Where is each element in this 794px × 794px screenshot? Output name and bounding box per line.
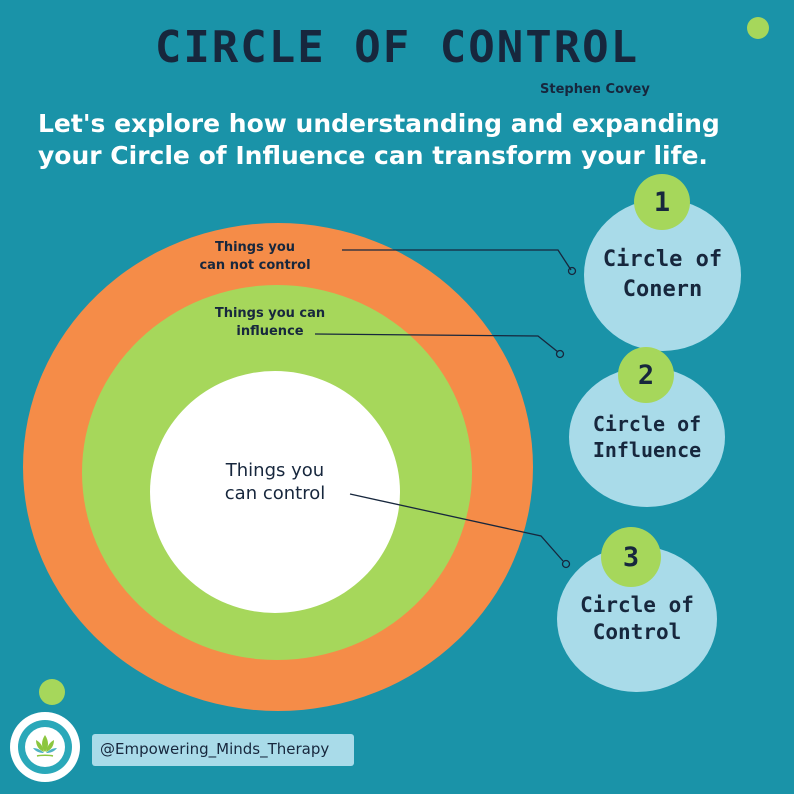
connector-endpoint-concern (567, 266, 577, 276)
subtitle-line-2: your Circle of Influence can transform y… (38, 141, 708, 170)
number-badge-1: 1 (634, 174, 690, 230)
subtitle-line-1: Let's explore how understanding and expa… (38, 109, 720, 138)
middle-ring-label: Things you can influence (190, 305, 350, 341)
bubble-1-line-1: Circle of (602, 247, 723, 272)
bubble-3-line-2: Control (592, 620, 682, 644)
decorative-dot-bottom (39, 679, 65, 705)
number-badge-3: 3 (601, 527, 661, 587)
middle-ring-label-line-2: influence (236, 324, 304, 339)
outer-ring-label-line-2: can not control (199, 258, 311, 273)
bubble-2-line-2: Influence (592, 438, 702, 462)
inner-circle-label: Things you can control (190, 459, 360, 505)
subtitle: Let's explore how understanding and expa… (38, 108, 768, 172)
social-handle: @Empowering_Minds_Therapy (100, 740, 330, 758)
inner-circle-label-line-2: can control (224, 483, 326, 504)
decorative-dot-top (747, 17, 769, 39)
number-badge-2: 2 (618, 347, 674, 403)
social-handle-banner (92, 734, 354, 766)
page-title: CIRCLE OF CONTROL (154, 22, 640, 73)
author-credit: Stephen Covey (540, 82, 650, 97)
bubble-2-line-1: Circle of (592, 412, 702, 436)
middle-ring-label-line-1: Things you can (214, 306, 326, 321)
connector-endpoint-influence (555, 349, 565, 359)
bubble-1-line-2: Conern (622, 277, 703, 302)
circle-of-influence-bubble: Circle of Influence (569, 367, 725, 507)
connector-endpoint-control (561, 559, 571, 569)
inner-circle-label-line-1: Things you (225, 460, 325, 481)
outer-ring-label-line-1: Things you (214, 240, 296, 255)
circle-of-control-ring (150, 371, 400, 613)
outer-ring-label: Things you can not control (190, 239, 320, 275)
bubble-3-line-1: Circle of (580, 593, 694, 617)
lotus-logo-icon (33, 735, 57, 757)
